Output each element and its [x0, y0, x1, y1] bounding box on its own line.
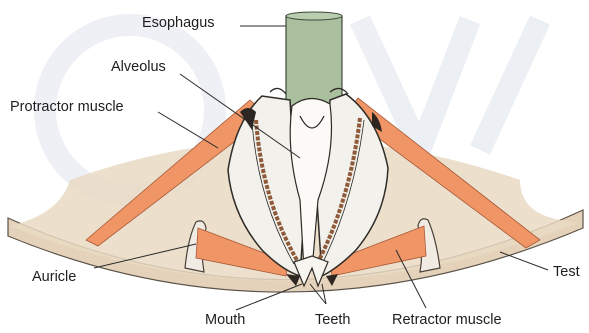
label-protractor-muscle: Protractor muscle — [10, 100, 124, 115]
label-teeth: Teeth — [315, 313, 350, 328]
label-mouth: Mouth — [205, 313, 245, 328]
label-auricle: Auricle — [32, 270, 76, 285]
esophagus-tube — [286, 16, 342, 111]
label-alveolus: Alveolus — [111, 60, 166, 75]
label-esophagus: Esophagus — [142, 16, 215, 31]
label-test: Test — [553, 265, 580, 280]
label-retractor-muscle: Retractor muscle — [392, 313, 502, 328]
